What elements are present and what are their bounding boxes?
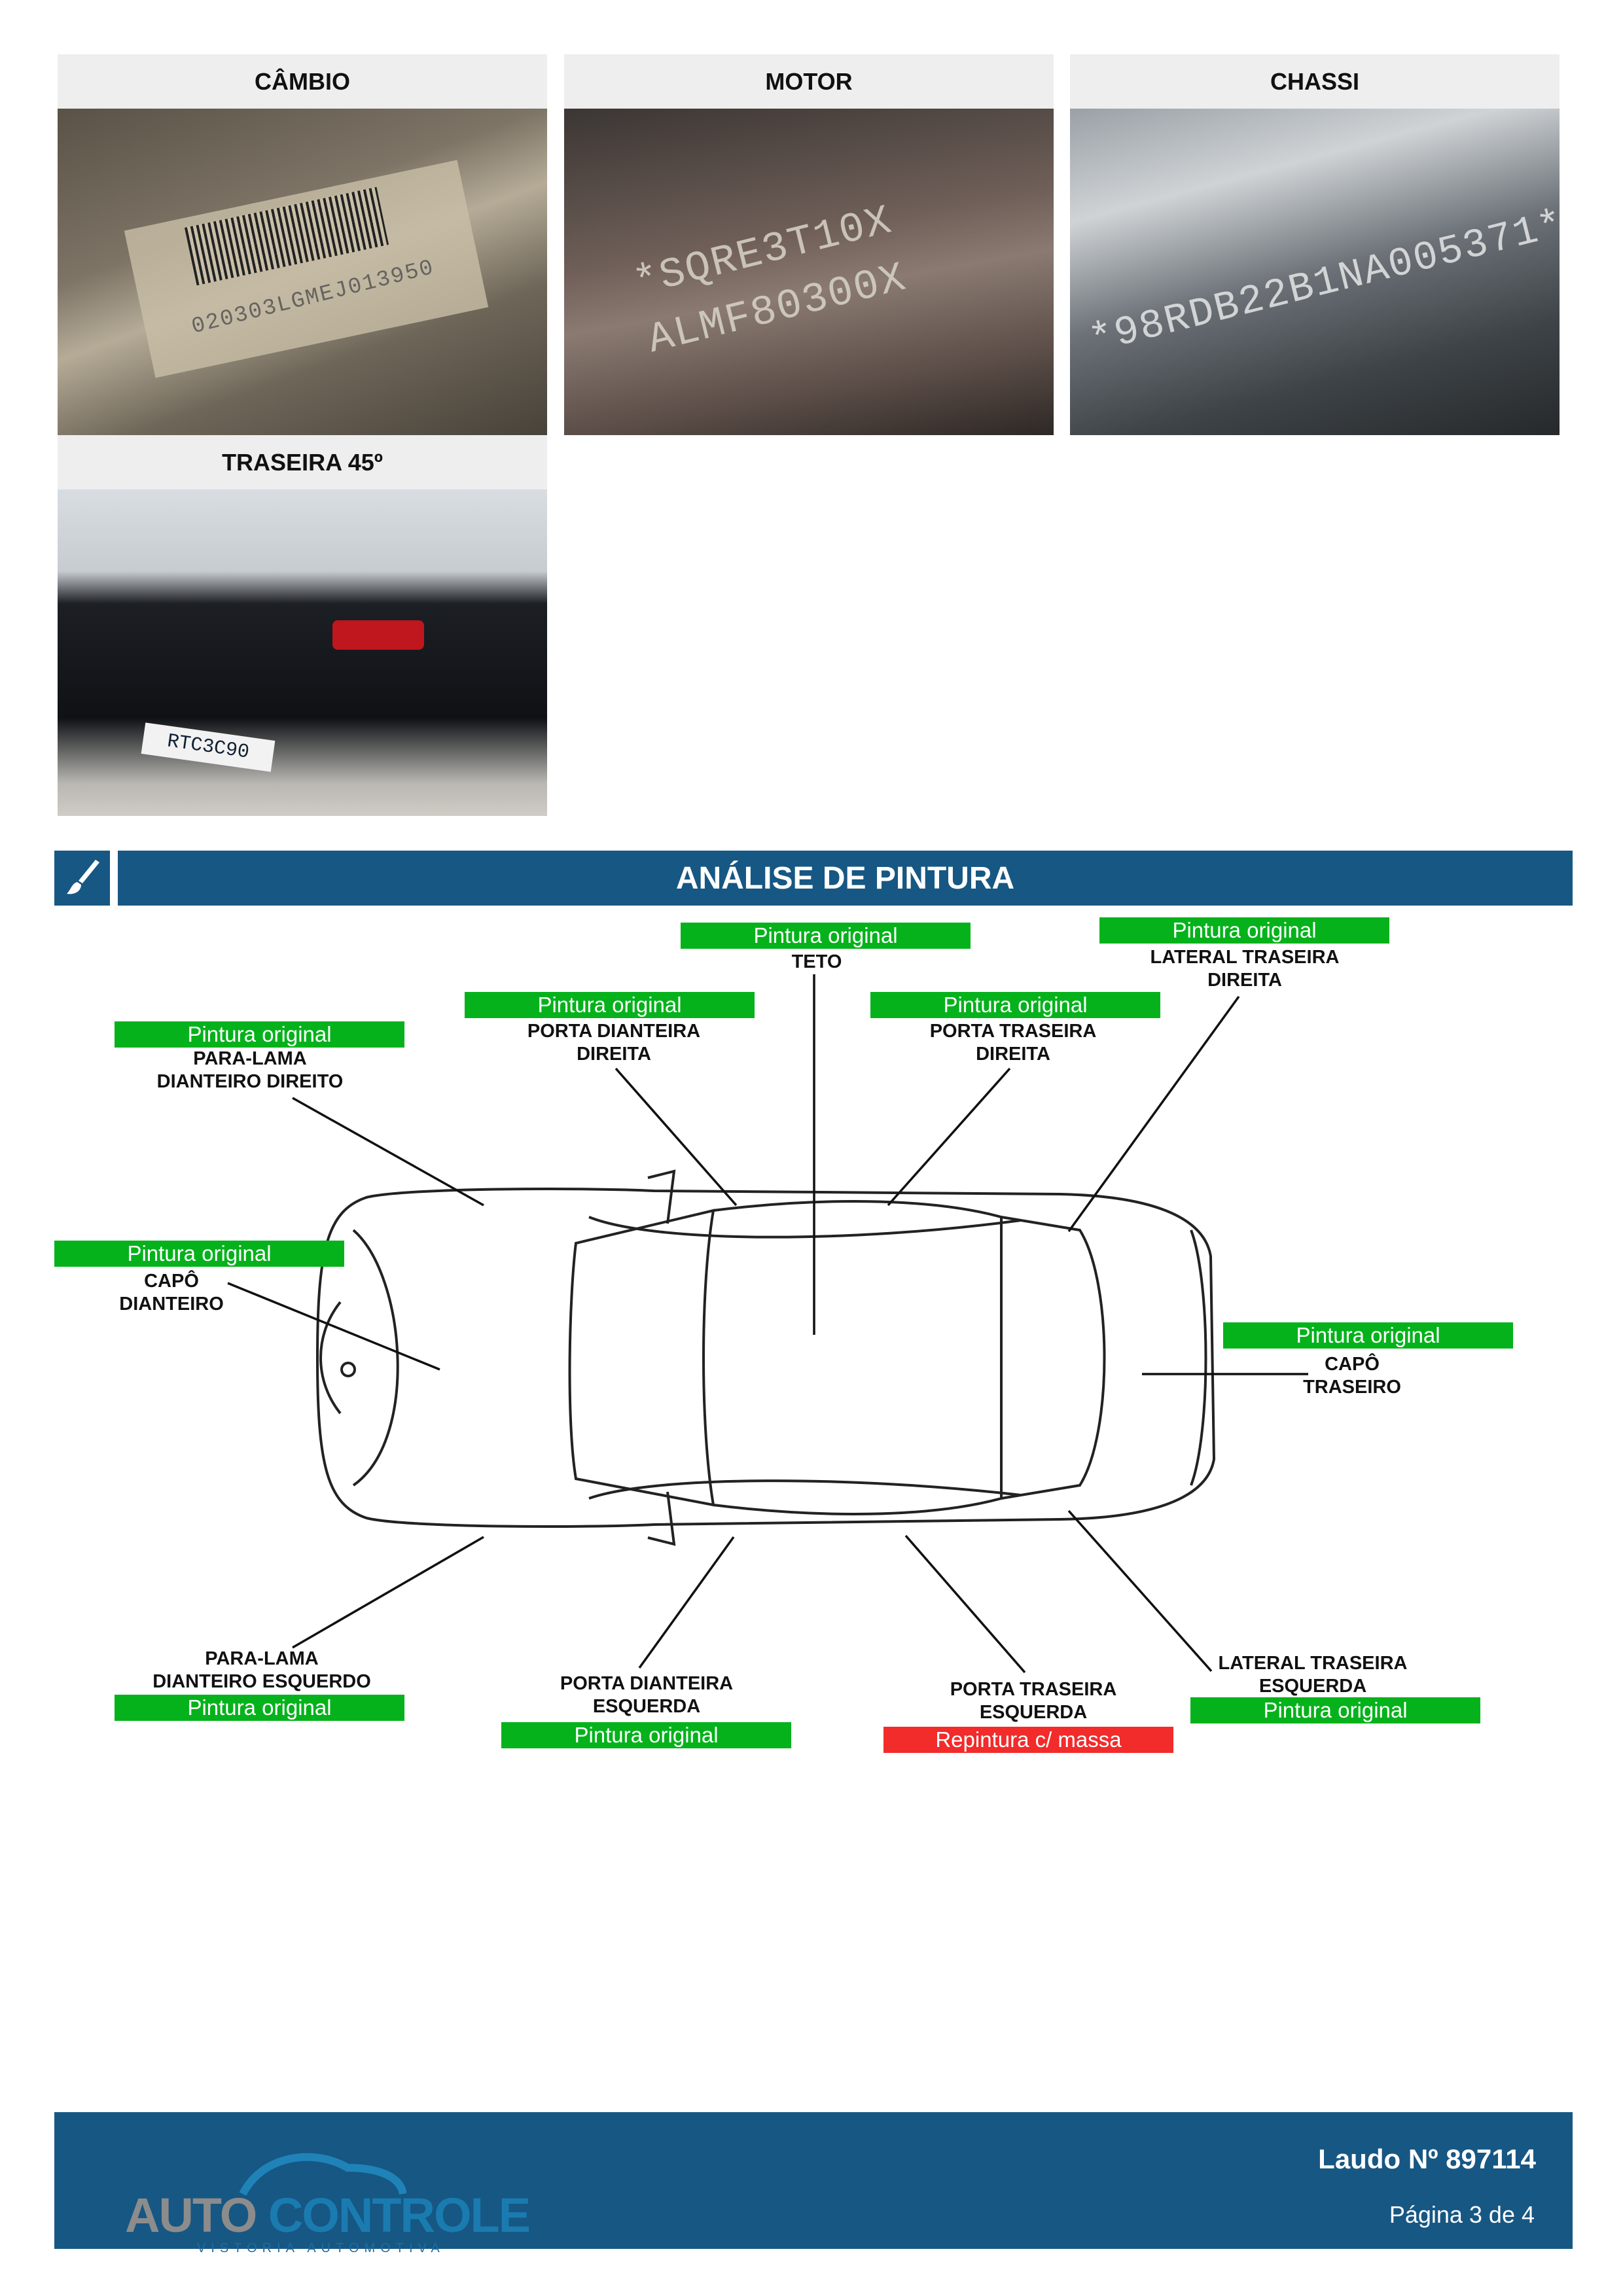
page-indicator: Página 3 de 4 [1389, 2201, 1535, 2228]
part-label-teto: TETO [791, 951, 842, 972]
status-badge-porta-traseira-esquerda: Repintura c/ massa [883, 1727, 1173, 1753]
leader-line-capo-dianteiro [227, 1282, 440, 1371]
leader-line-lateral-traseira-direita [1067, 995, 1240, 1233]
part-label-line: CAPÔ [144, 1271, 199, 1292]
logo-wordmark: AUTO CONTROLE [125, 2187, 531, 2243]
status-badge-lateral-traseira-direita: Pintura original [1099, 917, 1389, 944]
part-label-line: PARA-LAMA [193, 1048, 307, 1069]
section-title: ANÁLISE DE PINTURA [118, 851, 1573, 906]
logo-word-auto: AUTO [125, 2188, 257, 2242]
status-badge-para-lama-dianteiro-esquerdo: Pintura original [115, 1695, 404, 1721]
part-label-line: DIREITA [976, 1044, 1050, 1065]
part-label-line: PARA-LAMA [205, 1648, 319, 1669]
part-label-line: LATERAL TRASEIRA [1150, 947, 1340, 968]
photo-title-traseira: TRASEIRA 45º [58, 435, 547, 489]
photo-motor[interactable]: *SQRE3T10X ALMF80300X [564, 109, 1054, 435]
part-label-line: DIREITA [577, 1044, 651, 1065]
part-label-line: DIREITA [1207, 970, 1282, 991]
leader-line-porta-traseira-direita [887, 1067, 1011, 1207]
part-label-line: PORTA TRASEIRA [950, 1679, 1117, 1700]
part-label-line: ESQUERDA [592, 1696, 701, 1717]
part-label-line: TRASEIRO [1303, 1377, 1401, 1398]
leader-line-lateral-traseira-esquerda [1067, 1510, 1213, 1672]
photo-cambio[interactable]: 020303LGMEJ013950 [58, 109, 547, 435]
photo-title-motor: MOTOR [564, 54, 1054, 109]
part-label-line: ESQUERDA [1258, 1676, 1367, 1697]
photo-traseira[interactable]: RTC3C90 [58, 489, 547, 816]
status-badge-porta-dianteira-esquerda: Pintura original [501, 1722, 791, 1748]
part-label-line: DIANTEIRO [119, 1294, 224, 1315]
part-label-line: DIANTEIRO ESQUERDO [152, 1671, 371, 1692]
part-label-line: PORTA TRASEIRA [929, 1021, 1097, 1042]
paintbrush-icon [54, 851, 110, 906]
part-label-line: ESQUERDA [979, 1702, 1088, 1723]
status-badge-teto: Pintura original [681, 923, 971, 949]
leader-line-para-lama-dianteiro-direito [292, 1097, 484, 1207]
photo-title-chassi: CHASSI [1070, 54, 1560, 109]
footer: AUTO CONTROLE VISTORIA AUTOMOTIVA Laudo … [54, 2112, 1573, 2255]
leader-line-porta-dianteira-esquerda [638, 1536, 735, 1669]
status-badge-para-lama-dianteiro-direito: Pintura original [115, 1021, 404, 1048]
photo-title-cambio: CÂMBIO [58, 54, 547, 109]
status-badge-lateral-traseira-esquerda: Pintura original [1190, 1697, 1480, 1723]
status-badge-capo-traseiro: Pintura original [1223, 1322, 1513, 1349]
part-label-line: PORTA DIANTEIRA [527, 1021, 701, 1042]
logo: AUTO CONTROLE VISTORIA AUTOMOTIVA [125, 2148, 544, 2255]
report-number: Laudo Nº 897114 [1318, 2144, 1536, 2174]
part-label-line: LATERAL TRASEIRA [1218, 1653, 1408, 1674]
leader-line-porta-traseira-esquerda [904, 1534, 1026, 1674]
part-label-line: CAPÔ [1325, 1354, 1380, 1375]
photo-chassi[interactable]: *98RDB22B1NA005371* [1070, 109, 1560, 435]
status-badge-capo-dianteiro: Pintura original [54, 1241, 344, 1267]
part-label-line: PORTA DIANTEIRA [560, 1673, 734, 1694]
logo-word-controle: CONTROLE [268, 2188, 531, 2242]
leader-line-para-lama-dianteiro-esquerdo [292, 1536, 484, 1649]
logo-tagline: VISTORIA AUTOMOTIVA [197, 2241, 445, 2255]
leader-lines [227, 974, 1308, 1674]
leader-line-porta-dianteira-direita [615, 1067, 738, 1207]
logo-car-swoosh-icon [239, 2153, 406, 2196]
tail-light [332, 620, 424, 650]
status-badge-porta-traseira-direita: Pintura original [870, 992, 1160, 1018]
status-badge-porta-dianteira-direita: Pintura original [465, 992, 755, 1018]
car-outline [315, 1169, 1216, 1546]
part-label-line: DIANTEIRO DIREITO [156, 1071, 344, 1092]
